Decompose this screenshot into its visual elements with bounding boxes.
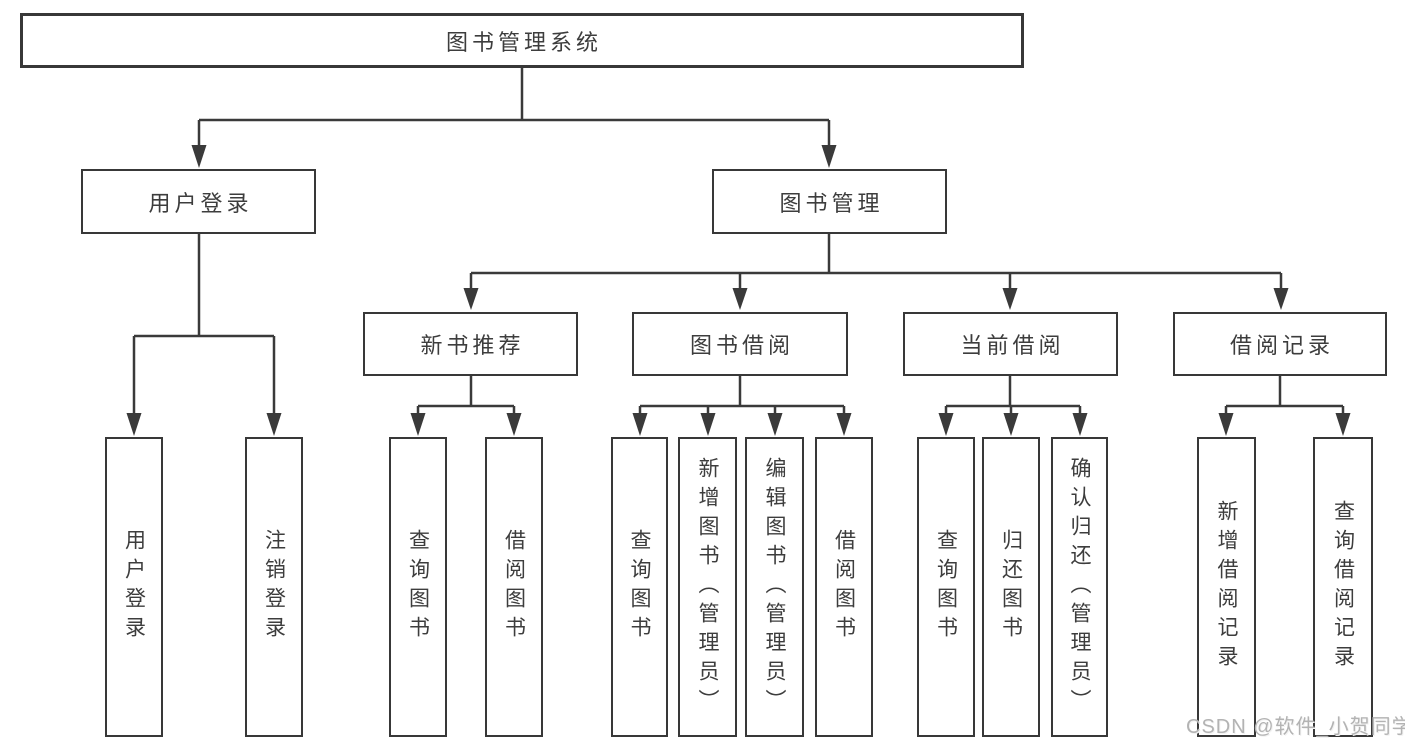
node-label: 注销登录 (262, 529, 286, 645)
node-new-books: 新书推荐 (363, 312, 578, 376)
node-leaf-add-books-admin: 新增图书（管理员） (678, 437, 737, 737)
node-user-login: 用户登录 (81, 169, 316, 234)
node-leaf-borrow-books-1: 借阅图书 (485, 437, 543, 737)
node-label: 查询借阅记录 (1331, 500, 1355, 674)
node-label: 确认归还（管理员） (1068, 456, 1091, 718)
node-label: 新增借阅记录 (1215, 500, 1238, 674)
node-leaf-user-login: 用户登录 (105, 437, 163, 737)
node-label: 查询图书 (628, 529, 651, 645)
node-leaf-logout: 注销登录 (245, 437, 303, 737)
node-label: 查询图书 (934, 529, 958, 645)
node-leaf-query-books-2: 查询图书 (611, 437, 668, 737)
node-label: 查询图书 (406, 529, 430, 645)
node-book-mgmt: 图书管理 (712, 169, 947, 234)
node-book-borrowing: 图书借阅 (632, 312, 848, 376)
node-label: 借阅图书 (832, 529, 856, 645)
node-root: 图书管理系统 (20, 13, 1024, 68)
node-leaf-query-books-3: 查询图书 (917, 437, 975, 737)
node-label: 新增图书（管理员） (696, 456, 719, 718)
node-leaf-borrow-books-2: 借阅图书 (815, 437, 873, 737)
node-leaf-return-books: 归还图书 (982, 437, 1040, 737)
node-label: 归还图书 (999, 529, 1023, 645)
node-leaf-confirm-return-admin: 确认归还（管理员） (1051, 437, 1108, 737)
node-leaf-add-borrow-record: 新增借阅记录 (1197, 437, 1256, 737)
watermark-text: CSDN @软件_小贺同学 (1186, 716, 1405, 738)
node-borrow-records: 借阅记录 (1173, 312, 1387, 376)
node-current-borrow: 当前借阅 (903, 312, 1118, 376)
node-leaf-query-books-1: 查询图书 (389, 437, 447, 737)
node-label: 编辑图书（管理员） (763, 456, 786, 718)
node-label: 用户登录 (122, 529, 146, 645)
node-label: 借阅图书 (502, 529, 526, 645)
node-leaf-edit-books-admin: 编辑图书（管理员） (745, 437, 804, 737)
node-leaf-query-borrow-record: 查询借阅记录 (1313, 437, 1373, 737)
